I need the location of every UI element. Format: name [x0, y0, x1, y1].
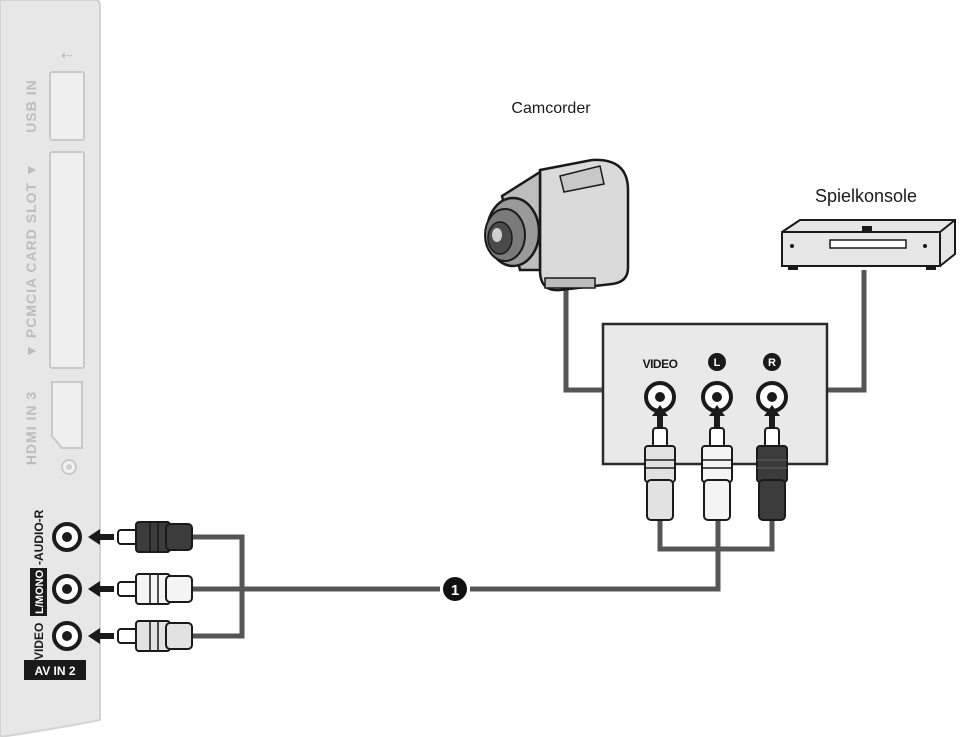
hdmi-port: [51, 381, 83, 449]
jack-label-right: R: [768, 357, 776, 369]
jack-label-video: VIDEO: [643, 357, 678, 371]
arrow-left-icon: [88, 581, 114, 597]
callout-number: 1: [451, 582, 459, 599]
left-indicator-icon: [708, 353, 726, 371]
camcorder-label: Camcorder: [511, 100, 591, 117]
tv-side-panel: ⇠ USB IN ▼ PCMCIA CARD SLOT ▼ HDMI IN 3 …: [0, 0, 101, 737]
av-label-mono: L/MONO: [34, 570, 46, 614]
hdmi-label: HDMI IN 3: [23, 391, 39, 465]
plug-left-video: [117, 620, 193, 652]
av-in-label: AV IN 2: [34, 664, 75, 678]
callout-marker: 1: [443, 577, 467, 601]
arrow-up-icon: [764, 405, 780, 428]
left-plugs: [88, 521, 193, 652]
av-label-video: VIDEO: [32, 623, 46, 660]
pcmcia-label: ▼ PCMCIA CARD SLOT ▼: [23, 162, 39, 358]
pcmcia-slot: [49, 151, 85, 369]
arrow-up-icon: [652, 405, 668, 428]
usb-symbol-icon: ⇠: [61, 48, 73, 64]
usb-port: [49, 71, 85, 141]
plug-right-white: [701, 427, 733, 521]
arrow-up-icons: [652, 405, 780, 428]
game-console-device: Spielkonsole: [781, 186, 956, 270]
right-indicator-icon: [763, 353, 781, 371]
console-label: Spielkonsole: [815, 186, 917, 206]
usb-label: USB IN: [23, 79, 39, 132]
plug-left-red: [117, 521, 193, 553]
av-label-audio: -AUDIO-R: [32, 509, 46, 565]
av-in-badge: [24, 660, 86, 680]
camcorder-device: Camcorder: [484, 100, 630, 292]
plug-right-video: [644, 427, 676, 521]
jack-label-left: L: [714, 357, 721, 369]
av-jack-vertical-label: VIDEO L/MONO -AUDIO-R: [30, 509, 47, 660]
cable-lines: [190, 270, 867, 639]
arrow-left-icon: [88, 529, 114, 545]
arrow-left-icons: [88, 529, 114, 644]
arrow-left-icon: [88, 628, 114, 644]
right-plugs: [644, 427, 788, 521]
arrow-up-icon: [709, 405, 725, 428]
tv-av-jacks: [52, 522, 82, 651]
plug-right-red: [756, 427, 788, 521]
plug-left-white: [117, 573, 193, 605]
